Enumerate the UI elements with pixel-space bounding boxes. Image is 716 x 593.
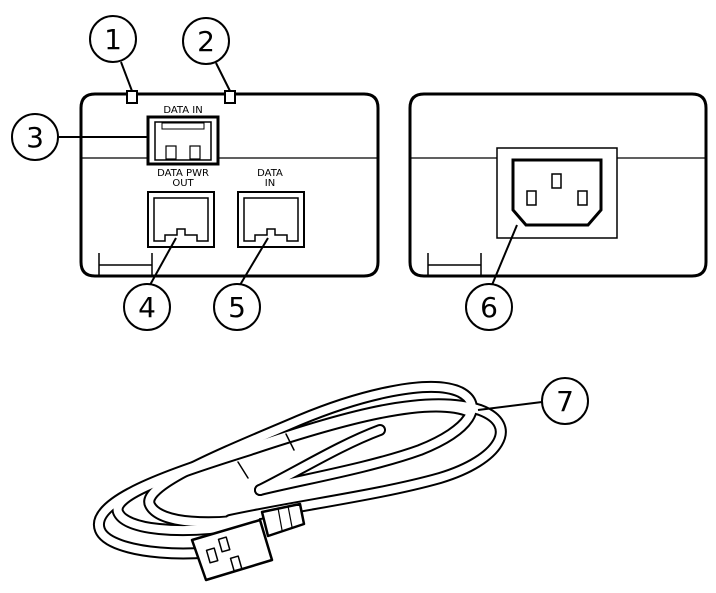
svg-text:1: 1 — [104, 23, 122, 56]
injector-front-mount-foot — [98, 253, 153, 276]
injector-front-view: DATA IN DATA PWR OUT DATA IN — [79, 90, 380, 278]
led-2 — [224, 90, 236, 104]
power-inlet — [496, 147, 618, 239]
left-port-label-line1: DATA PWR — [157, 168, 209, 179]
injector-back-mount-foot — [427, 253, 482, 276]
svg-text:3: 3 — [26, 121, 44, 154]
callout-1: 1 — [89, 15, 137, 63]
injector-back-view — [408, 92, 708, 278]
svg-text:6: 6 — [480, 291, 498, 324]
data-in-port — [237, 191, 305, 248]
top-port-pin-left — [165, 145, 177, 160]
top-port-latch — [161, 122, 205, 130]
callout-2: 2 — [182, 17, 230, 65]
top-data-in-port — [154, 121, 212, 161]
svg-text:7: 7 — [556, 385, 574, 418]
svg-text:2: 2 — [197, 25, 215, 58]
callout-7: 7 — [541, 377, 589, 425]
svg-text:5: 5 — [228, 291, 246, 324]
callout-5: 5 — [213, 283, 261, 331]
cord-plug — [190, 502, 306, 582]
top-port-label: DATA IN — [163, 105, 202, 116]
left-port-label-line2: OUT — [172, 178, 194, 189]
injector-front-body — [79, 92, 380, 278]
right-port-label-line2: IN — [265, 178, 275, 189]
top-port-pin-right — [189, 145, 201, 160]
callout-leaders — [59, 61, 543, 411]
data-pwr-out-port — [147, 191, 215, 248]
power-cord — [93, 381, 507, 582]
svg-text:4: 4 — [138, 291, 156, 324]
led-1 — [126, 90, 138, 104]
callout-3: 3 — [11, 113, 59, 161]
callout-6: 6 — [465, 283, 513, 331]
right-port-label-line1: DATA — [257, 168, 283, 179]
callout-4: 4 — [123, 283, 171, 331]
